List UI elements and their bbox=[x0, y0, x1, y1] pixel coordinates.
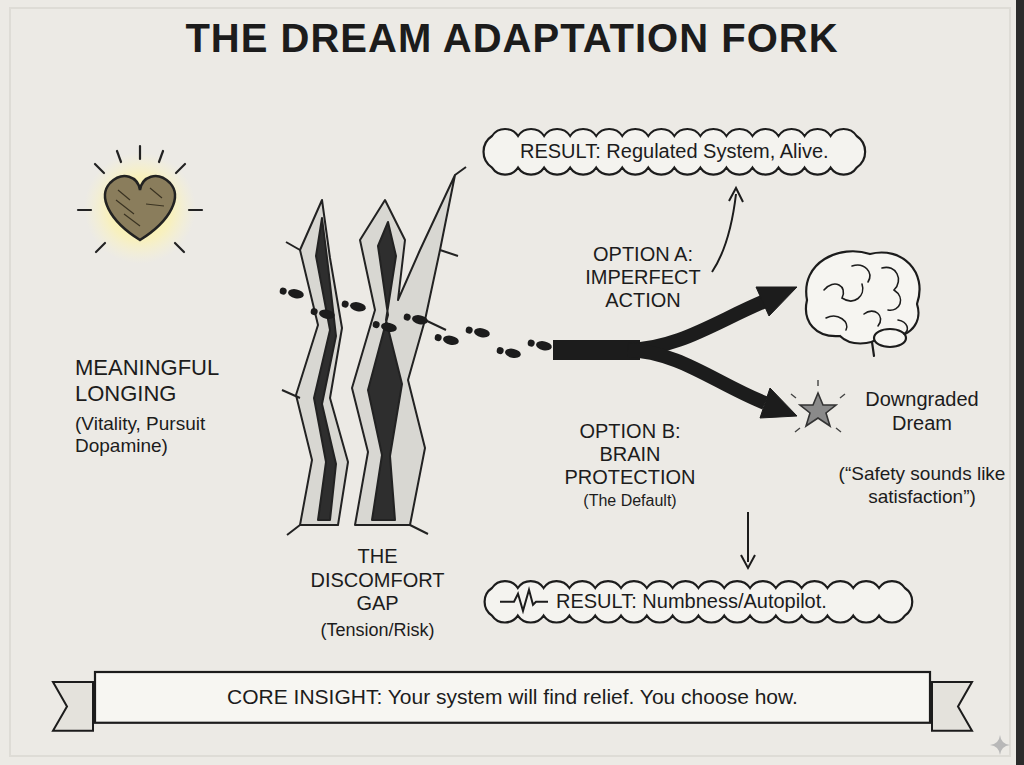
footprint-heel bbox=[496, 347, 504, 355]
node-subtext: (Vitality, Pursuit Dopamine) bbox=[75, 413, 275, 458]
heart-glow bbox=[84, 152, 196, 264]
node-heading: CORE INSIGHT: Your system will find reli… bbox=[115, 685, 910, 710]
ray bbox=[117, 151, 121, 162]
footprint-sole bbox=[380, 321, 398, 333]
footprint-heel bbox=[434, 334, 442, 342]
leader-arrow bbox=[747, 512, 749, 562]
cloud-shape bbox=[484, 129, 866, 175]
ray bbox=[159, 151, 163, 162]
footprint bbox=[341, 299, 367, 313]
result-cloud: RESULT: Regulated System, Alive. bbox=[480, 124, 869, 180]
brain-stem bbox=[872, 342, 874, 356]
ribbon-tail bbox=[53, 682, 93, 731]
crack-slab bbox=[296, 200, 348, 525]
footprint-sole bbox=[287, 288, 305, 300]
brain-folds bbox=[824, 265, 907, 334]
napkin-emboss bbox=[10, 8, 1010, 756]
insight-banner: CORE INSIGHT: Your system will find reli… bbox=[95, 672, 930, 723]
footprint-heel bbox=[527, 339, 535, 347]
star-rays bbox=[791, 380, 845, 432]
footprint-heel bbox=[310, 308, 318, 316]
brain-icon bbox=[806, 251, 920, 356]
longing-heart: MEANINGFUL LONGING (Vitality, Pursuit Dop… bbox=[60, 150, 275, 458]
heart-icon bbox=[78, 146, 202, 264]
footprint bbox=[372, 320, 398, 334]
leader-arrow bbox=[712, 194, 736, 272]
footsteps bbox=[279, 286, 553, 359]
fork-stem bbox=[553, 340, 640, 360]
discomfort-gap: THE DISCOMFORT GAP (Tension/Risk) bbox=[290, 160, 465, 641]
node-heading: RESULT: Numbness/Autopilot. bbox=[556, 590, 827, 614]
footprint-heel bbox=[372, 321, 380, 329]
footprint-heel bbox=[279, 287, 287, 295]
footprint bbox=[403, 312, 429, 326]
arrowhead bbox=[756, 287, 797, 316]
node-heading: THE DISCOMFORT GAP bbox=[310, 545, 445, 616]
fork-branch bbox=[628, 350, 765, 403]
crack-illustration bbox=[282, 167, 466, 535]
heartbeat-icon bbox=[500, 590, 548, 611]
grey-star bbox=[800, 393, 836, 426]
leader-arrows bbox=[712, 188, 755, 568]
footprint-sole bbox=[318, 308, 336, 320]
cerebellum bbox=[874, 329, 906, 347]
node-heading: Downgraded Dream bbox=[838, 388, 1006, 435]
footprint bbox=[310, 307, 336, 321]
node-heading: MEANINGFUL LONGING bbox=[75, 355, 275, 407]
node-heading: RESULT: Regulated System, Alive. bbox=[520, 140, 829, 164]
option-note: (The Default) bbox=[555, 492, 705, 510]
watermark-sparkle bbox=[990, 735, 1010, 755]
footprint-heel bbox=[465, 326, 473, 334]
result-cloud: RESULT: Numbness/Autopilot. bbox=[480, 576, 917, 628]
diagram-title: THE DREAM ADAPTATION FORK bbox=[0, 14, 1024, 62]
heart-rays bbox=[78, 146, 202, 252]
ray bbox=[176, 164, 185, 173]
ray bbox=[189, 209, 202, 211]
leader-arrowhead bbox=[729, 188, 743, 202]
crack-crevice bbox=[368, 222, 402, 520]
heart-shape bbox=[105, 176, 175, 240]
crack-crevice bbox=[314, 218, 336, 520]
ray bbox=[95, 164, 104, 173]
node-subtext: (“Safety sounds like satisfaction”) bbox=[838, 463, 1006, 508]
footprint-sole bbox=[349, 301, 367, 313]
crack-lines bbox=[282, 167, 466, 535]
brain-outline bbox=[806, 251, 920, 343]
footprint-heel bbox=[403, 313, 411, 321]
option-label: OPTION B: BRAIN PROTECTION bbox=[555, 420, 705, 489]
ray bbox=[96, 243, 105, 252]
node-subtext: (Tension/Risk) bbox=[310, 620, 445, 641]
arrowhead bbox=[760, 388, 797, 418]
footprint-sole bbox=[504, 347, 522, 359]
ray bbox=[139, 146, 141, 159]
footprint bbox=[465, 325, 491, 339]
cloud-shape bbox=[485, 581, 913, 622]
downgraded-star: Downgraded Dream (“Safety sounds like sat… bbox=[790, 388, 1006, 508]
footprint bbox=[434, 333, 460, 347]
star-icon bbox=[791, 380, 845, 432]
footprint bbox=[527, 338, 553, 352]
option-label: OPTION A: IMPERFECT ACTION bbox=[583, 243, 703, 312]
ray bbox=[175, 243, 184, 252]
footprint-sole bbox=[535, 340, 553, 352]
ray bbox=[78, 209, 91, 211]
footprint bbox=[279, 286, 305, 300]
heart-hatch bbox=[116, 188, 164, 226]
footprint-sole bbox=[411, 314, 429, 326]
ribbon-tail bbox=[932, 682, 972, 731]
footprint-sole bbox=[473, 327, 491, 339]
footprint-sole bbox=[442, 334, 460, 346]
leader-arrowhead bbox=[741, 555, 755, 568]
footprint bbox=[496, 346, 522, 360]
banner-box bbox=[95, 672, 930, 723]
crack-slab bbox=[352, 175, 455, 525]
table-edge bbox=[1016, 0, 1024, 765]
footprint-heel bbox=[341, 300, 349, 308]
